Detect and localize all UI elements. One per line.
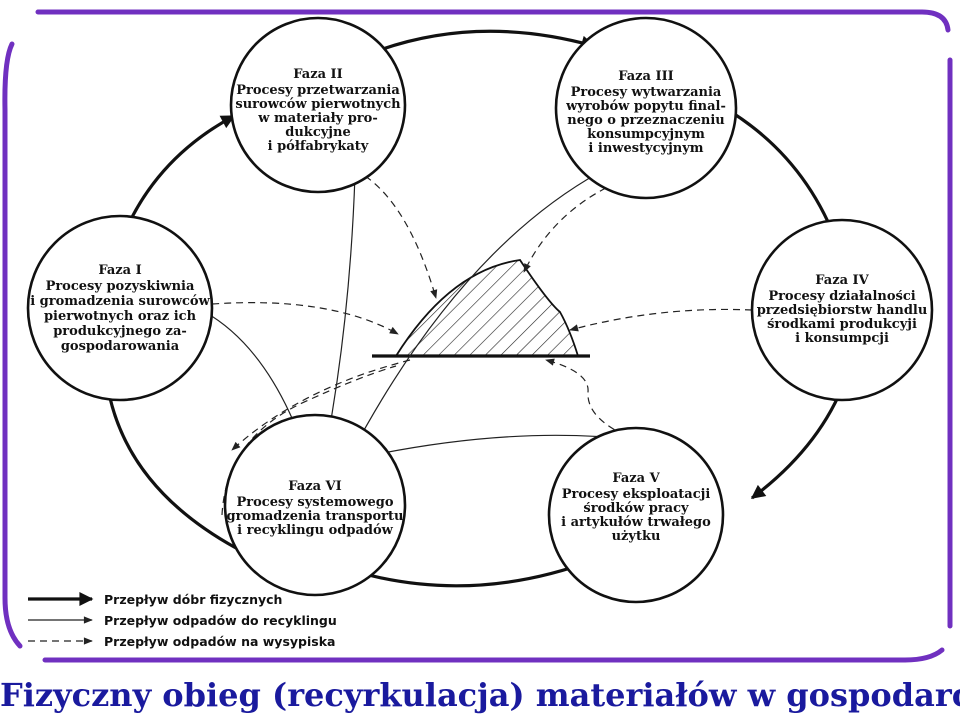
- phase-faza2-circle: [229, 16, 407, 194]
- phase-faza1-circle: [26, 214, 214, 402]
- phase-faza6-line: Procesy systemowego: [237, 495, 394, 510]
- phase-faza1: Faza I Procesy pozyskiwnia i gromadzenia…: [26, 214, 214, 402]
- frame-left-line: [2, 41, 23, 649]
- legend: Przepływ dóbr fizycznych Przepływ odpadó…: [28, 592, 337, 649]
- phase-faza6-line: i recyklingu odpadów: [237, 523, 393, 538]
- legend-label-landfill: Przepływ odpadów na wysypiska: [104, 634, 335, 649]
- frame-bottom-line: [42, 647, 945, 663]
- frame-top-line: [35, 9, 951, 33]
- phase-faza5-circle: [547, 426, 725, 604]
- phase-faza5-line: Procesy eksploatacji: [562, 487, 711, 502]
- phase-faza5-line: środków pracy: [583, 501, 689, 516]
- phase-faza3-line: Procesy wytwarzania: [571, 85, 722, 100]
- phase-faza2: Faza II Procesy przetwarzania surowców p…: [229, 16, 407, 194]
- phase-faza6-circle: [223, 413, 407, 597]
- phase-faza1-line: gospodarowania: [61, 339, 180, 354]
- waste-faza1-to-landfill: [211, 302, 399, 335]
- phase-faza1-line: produkcyjnego za-: [53, 324, 187, 339]
- phase-faza3-line: wyrobów popytu final-: [565, 99, 726, 114]
- legend-label-physical-goods: Przepływ dóbr fizycznych: [104, 592, 282, 607]
- phase-faza4-line: i konsumpcji: [795, 331, 889, 346]
- phase-faza1-line: i gromadzenia surowców: [30, 294, 210, 309]
- phase-faza3: Faza III Procesy wytwarzania wyrobów pop…: [554, 16, 738, 200]
- phase-faza4-circle: [750, 218, 934, 402]
- recycling-faza3-to-faza6: [351, 171, 601, 453]
- phase-faza2-title: Faza II: [293, 67, 342, 82]
- phase-faza2-line: dukcyjne: [285, 125, 350, 140]
- recycling-faza2-to-faza6: [323, 174, 356, 449]
- phase-faza4-line: Procesy działalności: [768, 289, 915, 304]
- phase-faza3-line: konsumpcyjnym: [587, 127, 705, 142]
- phase-faza2-line: i półfabrykaty: [268, 139, 369, 154]
- slide-caption: Fizyczny obieg (recyrkulacja) materiałów…: [0, 676, 960, 714]
- phase-faza6: Faza VI Procesy systemowego gromadzenia …: [223, 413, 407, 597]
- phase-faza2-line: w materiały pro-: [257, 111, 377, 126]
- flow-faza6-to-faza1: [100, 374, 237, 550]
- waste-faza4-to-landfill: [569, 308, 753, 332]
- phase-faza2-line: Procesy przetwarzania: [236, 83, 400, 98]
- phase-faza4-title: Faza IV: [815, 273, 869, 288]
- phase-faza5-line: użytku: [612, 529, 661, 544]
- phase-faza1-title: Faza I: [98, 263, 141, 278]
- phase-faza4: Faza IV Procesy działalności przedsiębio…: [750, 218, 934, 402]
- phase-faza6-line: gromadzenia transportu: [227, 509, 404, 524]
- phase-faza5-line: i artykułów trwałego: [561, 515, 711, 530]
- phase-faza1-line: Procesy pozyskiwnia: [46, 279, 195, 294]
- waste-faza5-to-landfill: [545, 358, 637, 441]
- phase-faza5-title: Faza V: [612, 471, 660, 486]
- phase-faza3-circle: [554, 16, 738, 200]
- phase-faza1-line: pierwotnych oraz ich: [44, 309, 197, 324]
- phase-faza3-title: Faza III: [618, 69, 674, 84]
- waste-landfill-to-faza6: [231, 359, 411, 451]
- legend-label-recycling: Przepływ odpadów do recyklingu: [104, 613, 337, 628]
- flow-faza5-to-faza6: [348, 558, 595, 588]
- landfill-heap: [394, 259, 580, 357]
- phase-faza4-line: przedsiębiorstw handlu: [757, 303, 928, 318]
- phase-faza5: Faza V Procesy eksploatacji środków prac…: [547, 426, 725, 604]
- waste-faza2-to-landfill: [354, 169, 438, 299]
- phase-faza4-line: środkami produkcyji: [767, 317, 917, 332]
- phase-faza2-line: surowców pierwotnych: [235, 97, 401, 112]
- phase-faza3-line: i inwestycyjnym: [588, 141, 703, 156]
- phase-faza6-title: Faza VI: [288, 479, 341, 494]
- phase-faza3-line: nego o przeznaczeniu: [567, 113, 724, 128]
